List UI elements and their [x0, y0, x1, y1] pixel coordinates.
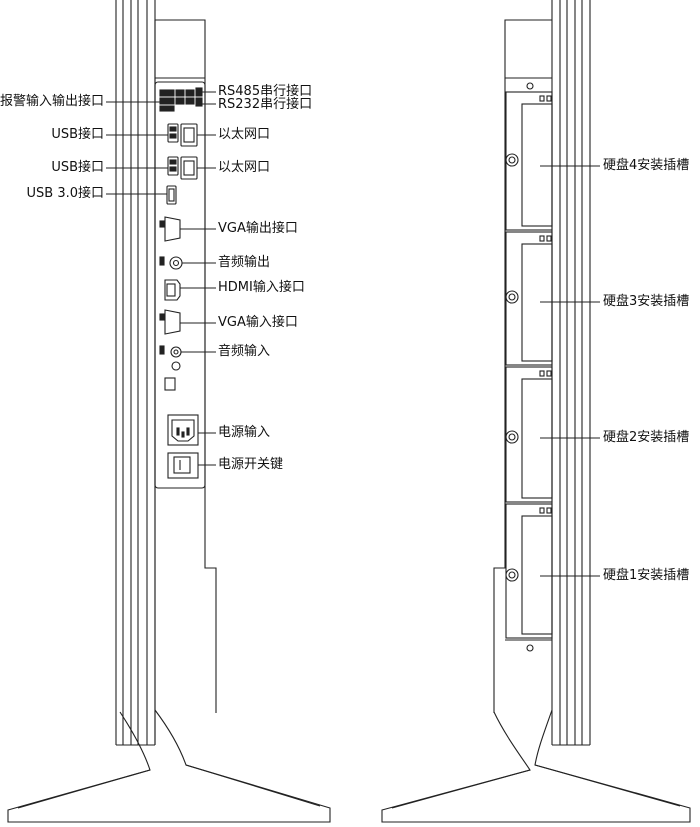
- audio-out-jack: [159, 256, 183, 270]
- vga-in-port: [159, 309, 181, 335]
- serial-terminal-block: [195, 87, 203, 107]
- label-hdd-slot-1: 硬盘1安装插槽: [603, 568, 690, 583]
- label-hdmi-in: HDMI输入接口: [218, 280, 305, 295]
- label-usb-2: USB接口: [51, 160, 104, 175]
- label-vga-out: VGA输出接口: [218, 221, 298, 236]
- hdmi-port: [164, 279, 181, 301]
- right-stand: [381, 709, 691, 823]
- label-power-switch: 电源开关键: [218, 457, 284, 472]
- right-device: [381, 0, 691, 823]
- label-hdd-slot-4: 硬盘4安装插槽: [603, 158, 690, 173]
- hdd-bay-2: [505, 366, 553, 503]
- leader-lines: [106, 91, 600, 577]
- usb3-port: [166, 185, 177, 205]
- left-stand: [7, 709, 331, 823]
- label-rs232: RS232串行接口: [218, 97, 313, 112]
- label-hdd-slot-2: 硬盘2安装插槽: [603, 430, 690, 445]
- label-ethernet-2: 以太网口: [218, 160, 271, 175]
- label-audio-out: 音频输出: [218, 255, 271, 270]
- label-usb-1: USB接口: [51, 127, 104, 142]
- label-hdd-slot-3: 硬盘3安装插槽: [603, 294, 690, 309]
- label-audio-in: 音频输入: [218, 344, 271, 359]
- audio-in-jack: [159, 345, 182, 391]
- ethernet-port-2: [180, 156, 198, 180]
- label-rs485: RS485串行接口: [218, 84, 313, 99]
- hdd-bay-3: [505, 231, 553, 366]
- power-switch: [167, 452, 199, 479]
- ethernet-port-1: [180, 123, 198, 147]
- usb-port-2: [167, 156, 179, 176]
- hdd-bay-1: [505, 503, 553, 639]
- label-alarm-io: 报警输入输出接口: [0, 94, 104, 109]
- hdd-bay-4: [505, 91, 553, 231]
- left-device: [7, 0, 331, 823]
- label-vga-in: VGA输入接口: [218, 315, 298, 330]
- label-power-in: 电源输入: [218, 425, 271, 440]
- label-usb3: USB 3.0接口: [26, 186, 105, 201]
- power-inlet: [167, 414, 199, 446]
- alarm-terminal-block: [159, 89, 195, 112]
- usb-port-1: [167, 123, 179, 143]
- vga-out-port: [159, 216, 181, 242]
- label-ethernet-1: 以太网口: [218, 127, 271, 142]
